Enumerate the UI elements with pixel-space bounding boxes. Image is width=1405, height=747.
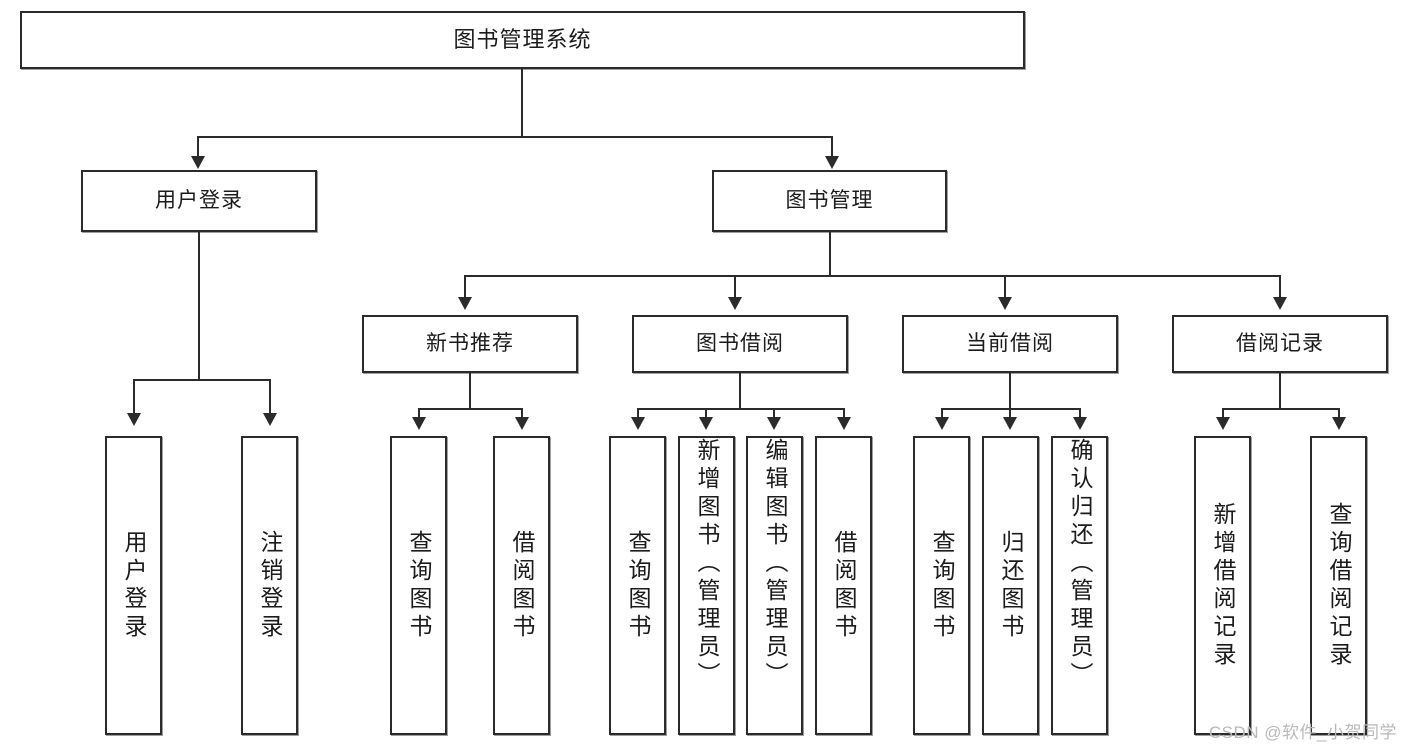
connector-root-stem xyxy=(521,69,523,137)
node-label: 新增图书（管理员） xyxy=(694,438,720,690)
leaf-borrow-book[interactable]: 借阅图书 xyxy=(815,436,872,735)
connector-current-borrow-to-leaf-2 xyxy=(1009,408,1011,419)
arrowhead-book-mgmt xyxy=(825,156,839,169)
connector-borrow-record-to-leaf-2 xyxy=(1338,408,1340,419)
arrowhead-leaf-edit-book xyxy=(767,417,781,430)
connector-book-borrow-stem xyxy=(739,373,741,409)
arrowhead-current-borrow xyxy=(998,297,1012,310)
node-book-borrow[interactable]: 图书借阅 xyxy=(632,315,848,373)
leaf-query-borrow-record[interactable]: 查询借阅记录 xyxy=(1310,436,1367,735)
node-new-book-recommend[interactable]: 新书推荐 xyxy=(362,315,578,373)
leaf-borrow-book-recommend[interactable]: 借阅图书 xyxy=(493,436,550,735)
leaf-logout[interactable]: 注销登录 xyxy=(241,436,298,735)
connector-borrow-record-stem xyxy=(1279,373,1281,409)
connector-new-book-to-leaf-1 xyxy=(418,408,420,419)
leaf-query-book-borrow[interactable]: 查询图书 xyxy=(609,436,666,735)
connector-book-borrow-to-leaf-4 xyxy=(843,408,845,419)
arrowhead-leaf-add-record xyxy=(1216,417,1230,430)
node-label: 借阅记录 xyxy=(1236,331,1324,355)
arrowhead-leaf-query-book-a xyxy=(412,417,426,430)
node-book-management[interactable]: 图书管理 xyxy=(712,170,947,232)
connector-root-bus xyxy=(197,136,833,138)
arrowhead-leaf-query-book-b xyxy=(631,417,645,430)
node-label: 借阅图书 xyxy=(509,529,535,642)
connector-book-mgmt-stem xyxy=(829,232,831,276)
node-label: 查询图书 xyxy=(406,529,432,642)
leaf-query-book-recommend[interactable]: 查询图书 xyxy=(390,436,447,735)
connector-book-borrow-to-leaf-2 xyxy=(705,408,707,419)
arrowhead-leaf-user-login xyxy=(127,413,141,426)
connector-borrow-record-bus xyxy=(1222,408,1338,410)
connector-book-mgmt-to-new-book xyxy=(464,275,466,299)
arrowhead-leaf-logout xyxy=(263,413,277,426)
node-label: 借阅图书 xyxy=(831,529,857,642)
arrowhead-borrow-record xyxy=(1273,297,1287,310)
leaf-add-book-admin[interactable]: 新增图书（管理员） xyxy=(678,436,735,735)
node-label: 当前借阅 xyxy=(966,331,1054,355)
node-user-login[interactable]: 用户登录 xyxy=(81,170,317,232)
connector-new-book-stem xyxy=(469,373,471,409)
node-label: 注销登录 xyxy=(257,529,283,642)
connector-current-borrow-to-leaf-3 xyxy=(1079,408,1081,419)
connector-root-to-book-mgmt xyxy=(831,136,833,158)
connector-user-login-to-leaf-1 xyxy=(133,379,135,415)
connector-user-login-bus xyxy=(133,379,270,381)
node-current-borrow[interactable]: 当前借阅 xyxy=(902,315,1118,373)
arrowhead-leaf-borrow-book-a xyxy=(515,417,529,430)
connector-current-borrow-stem xyxy=(1009,373,1011,409)
arrowhead-leaf-query-record xyxy=(1332,417,1346,430)
node-label: 编辑图书（管理员） xyxy=(762,438,788,690)
arrowhead-leaf-borrow-book-b xyxy=(837,417,851,430)
node-label: 确认归还（管理员） xyxy=(1067,438,1093,690)
node-label: 查询图书 xyxy=(625,529,651,642)
connector-new-book-to-leaf-2 xyxy=(521,408,523,419)
node-root-system[interactable]: 图书管理系统 xyxy=(20,11,1025,69)
csdn-watermark: CSDN @软件_小贺同学 xyxy=(1208,723,1397,742)
node-label: 新书推荐 xyxy=(426,331,514,355)
arrowhead-new-book-recommend xyxy=(458,297,472,310)
node-label: 新增借阅记录 xyxy=(1210,501,1236,670)
leaf-query-book-current[interactable]: 查询图书 xyxy=(913,436,970,735)
node-label: 图书管理系统 xyxy=(453,27,592,53)
node-label: 查询图书 xyxy=(929,529,955,642)
connector-book-borrow-to-leaf-1 xyxy=(637,408,639,419)
connector-new-book-bus xyxy=(418,408,522,410)
node-label: 图书管理 xyxy=(785,188,874,212)
leaf-user-login[interactable]: 用户登录 xyxy=(105,436,162,735)
connector-book-mgmt-bus xyxy=(464,275,1281,277)
arrowhead-leaf-return-book xyxy=(1003,417,1017,430)
connector-book-mgmt-to-borrow xyxy=(734,275,736,299)
arrowhead-user-login xyxy=(191,156,205,169)
connector-book-mgmt-to-record xyxy=(1279,275,1281,299)
node-label: 归还图书 xyxy=(998,529,1024,642)
node-label: 用户登录 xyxy=(155,188,243,212)
node-borrow-record[interactable]: 借阅记录 xyxy=(1172,315,1388,373)
connector-user-login-to-leaf-2 xyxy=(269,379,271,415)
connector-current-borrow-to-leaf-1 xyxy=(941,408,943,419)
connector-user-login-stem xyxy=(198,232,200,380)
connector-borrow-record-to-leaf-1 xyxy=(1222,408,1224,419)
leaf-edit-book-admin[interactable]: 编辑图书（管理员） xyxy=(746,436,803,735)
arrowhead-leaf-confirm-return xyxy=(1073,417,1087,430)
arrowhead-leaf-query-book-c xyxy=(935,417,949,430)
connector-book-borrow-bus xyxy=(637,408,844,410)
leaf-add-borrow-record[interactable]: 新增借阅记录 xyxy=(1194,436,1251,735)
node-label: 用户登录 xyxy=(121,529,147,642)
connector-book-mgmt-to-current xyxy=(1004,275,1006,299)
connector-root-to-user-login xyxy=(197,136,199,158)
node-label: 图书借阅 xyxy=(696,331,784,355)
leaf-return-book[interactable]: 归还图书 xyxy=(982,436,1039,735)
node-label: 查询借阅记录 xyxy=(1326,501,1352,670)
arrowhead-book-borrow xyxy=(728,297,742,310)
leaf-confirm-return-admin[interactable]: 确认归还（管理员） xyxy=(1051,436,1108,735)
arrowhead-leaf-add-book xyxy=(699,417,713,430)
connector-book-borrow-to-leaf-3 xyxy=(773,408,775,419)
